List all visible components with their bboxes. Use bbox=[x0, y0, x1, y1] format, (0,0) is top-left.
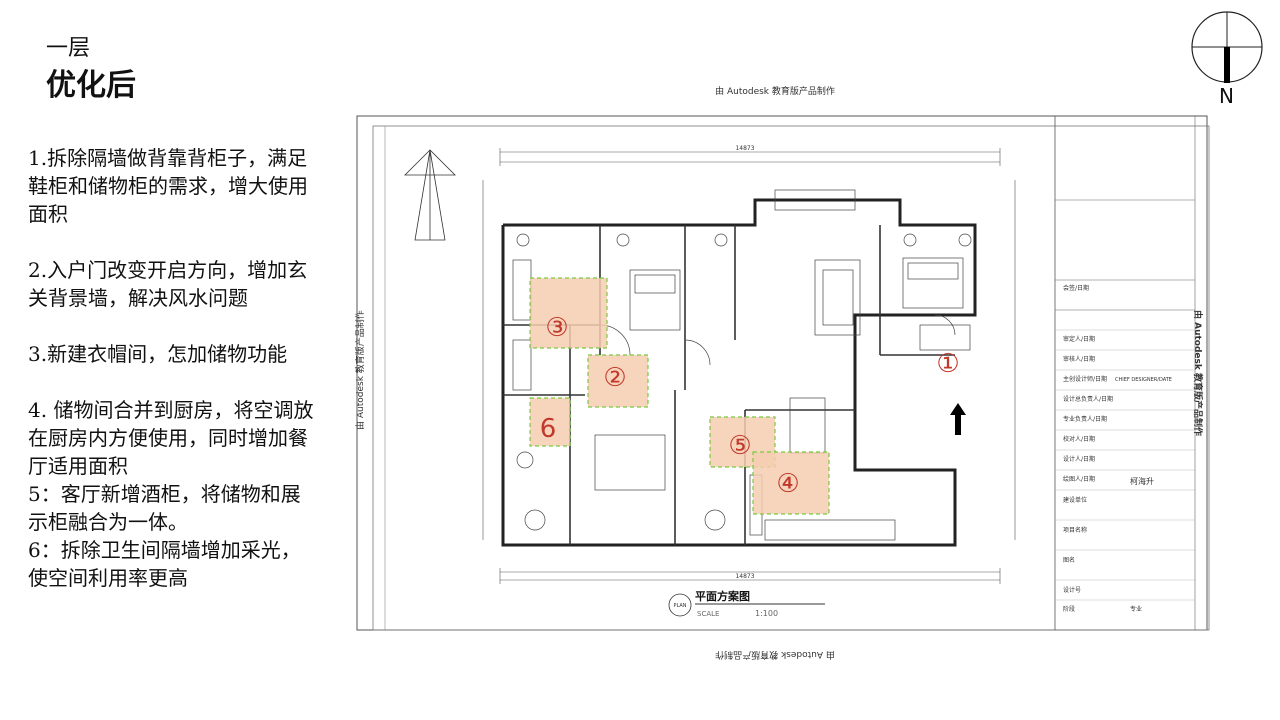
marker-4: ④ bbox=[776, 469, 799, 499]
tb-row: 绘图人/日期 bbox=[1063, 475, 1095, 483]
scale-value: 1:100 bbox=[755, 609, 778, 618]
entrance-arrow-icon bbox=[950, 403, 966, 435]
zone-2 bbox=[587, 354, 649, 408]
drawing-title-text: 平面方案图 bbox=[695, 589, 750, 603]
slide-subtitle: 一层 bbox=[46, 36, 91, 61]
furniture bbox=[512, 189, 972, 541]
tb-row: 主创设计师/日期 bbox=[1063, 375, 1107, 383]
watermark-right: 由 Autodesk 教育版产品制作 bbox=[1192, 310, 1204, 436]
note-2: 2.入户门改变开启方向，增加玄关背景墙，解决风水问题 bbox=[28, 258, 308, 310]
marker-2: ② bbox=[603, 363, 626, 393]
tb-row: 设计号 bbox=[1063, 586, 1081, 594]
note-5: 5：客厅新增酒柜，将储物和展示柜融合为一体。 bbox=[28, 482, 301, 534]
note-6: 6：拆除卫生间隔墙增加采光，使空间利用率更高 bbox=[28, 538, 301, 590]
tb-row: 审定人/日期 bbox=[1063, 335, 1095, 343]
exterior-walls bbox=[501, 198, 977, 547]
note-4: 4. 储物间合并到厨房，将空调放在厨房内方便使用，同时增加餐厅适用面积 bbox=[28, 398, 314, 478]
tb-row: 建设单位 bbox=[1063, 496, 1087, 504]
notes-list: 1.拆除隔墙做背靠背柜子，满足鞋柜和储物柜的需求，增大使用面积 2.入户门改变开… bbox=[28, 144, 318, 592]
top-dimensions bbox=[499, 148, 1001, 166]
tb-row: 专业 bbox=[1130, 605, 1142, 613]
marker-6: 6 bbox=[540, 414, 557, 444]
interior-walls bbox=[503, 225, 955, 545]
tb-row: 阶段 bbox=[1063, 605, 1075, 613]
watermark-bottom: 由 Autodesk 教育版产品制作 bbox=[715, 649, 835, 661]
bottom-dimensions bbox=[499, 568, 1001, 584]
tb-row: 图名 bbox=[1063, 556, 1075, 564]
tb-row: 设计总负责人/日期 bbox=[1063, 395, 1113, 403]
north-arrow-icon bbox=[404, 149, 456, 241]
marker-5: ⑤ bbox=[728, 431, 751, 461]
compass-icon bbox=[1191, 11, 1263, 83]
zone-3 bbox=[529, 277, 608, 349]
note-1: 1.拆除隔墙做背靠背柜子，满足鞋柜和储物柜的需求，增大使用面积 bbox=[28, 146, 308, 226]
floor-plan: 由 Autodesk 教育版产品制作 由 Autodesk 教育版产品制作 由 … bbox=[355, 85, 1210, 661]
tb-row: 设计人/日期 bbox=[1063, 455, 1095, 463]
tb-row: 会签/日期 bbox=[1063, 284, 1089, 292]
dim-total-bottom: 14873 bbox=[735, 573, 754, 580]
tb-row: 项目名称 bbox=[1063, 526, 1087, 534]
compass-north-label: N bbox=[1219, 84, 1234, 108]
scale-label: SCALE bbox=[697, 610, 719, 618]
slide-title: 优化后 bbox=[46, 68, 136, 103]
note-3: 3.新建衣帽间，怎加储物功能 bbox=[28, 342, 288, 366]
plan-badge: PLAN bbox=[673, 603, 686, 609]
tb-designer-en: CHIEF DESIGNER/DATE bbox=[1115, 377, 1172, 383]
marker-3: ③ bbox=[545, 313, 568, 343]
drawing-title: PLAN 平面方案图 SCALE 1:100 bbox=[668, 589, 825, 618]
tb-row: 审核人/日期 bbox=[1063, 355, 1095, 363]
marker-1: ① bbox=[936, 349, 959, 379]
tb-row: 校对人/日期 bbox=[1063, 435, 1095, 443]
zone-4 bbox=[752, 451, 830, 515]
tb-row: 专业负责人/日期 bbox=[1063, 415, 1107, 423]
watermark-left: 由 Autodesk 教育版产品制作 bbox=[355, 310, 366, 430]
zone-6 bbox=[529, 397, 571, 447]
highlight-zones bbox=[529, 277, 830, 515]
watermark-top: 由 Autodesk 教育版产品制作 bbox=[715, 85, 835, 97]
title-block: 会签/日期 审定人/日期 审核人/日期 主创设计师/日期 CHIEF DESIG… bbox=[1054, 116, 1196, 630]
dim-total-top: 14873 bbox=[735, 145, 754, 152]
tb-drafter-name: 柯海升 bbox=[1130, 476, 1154, 486]
